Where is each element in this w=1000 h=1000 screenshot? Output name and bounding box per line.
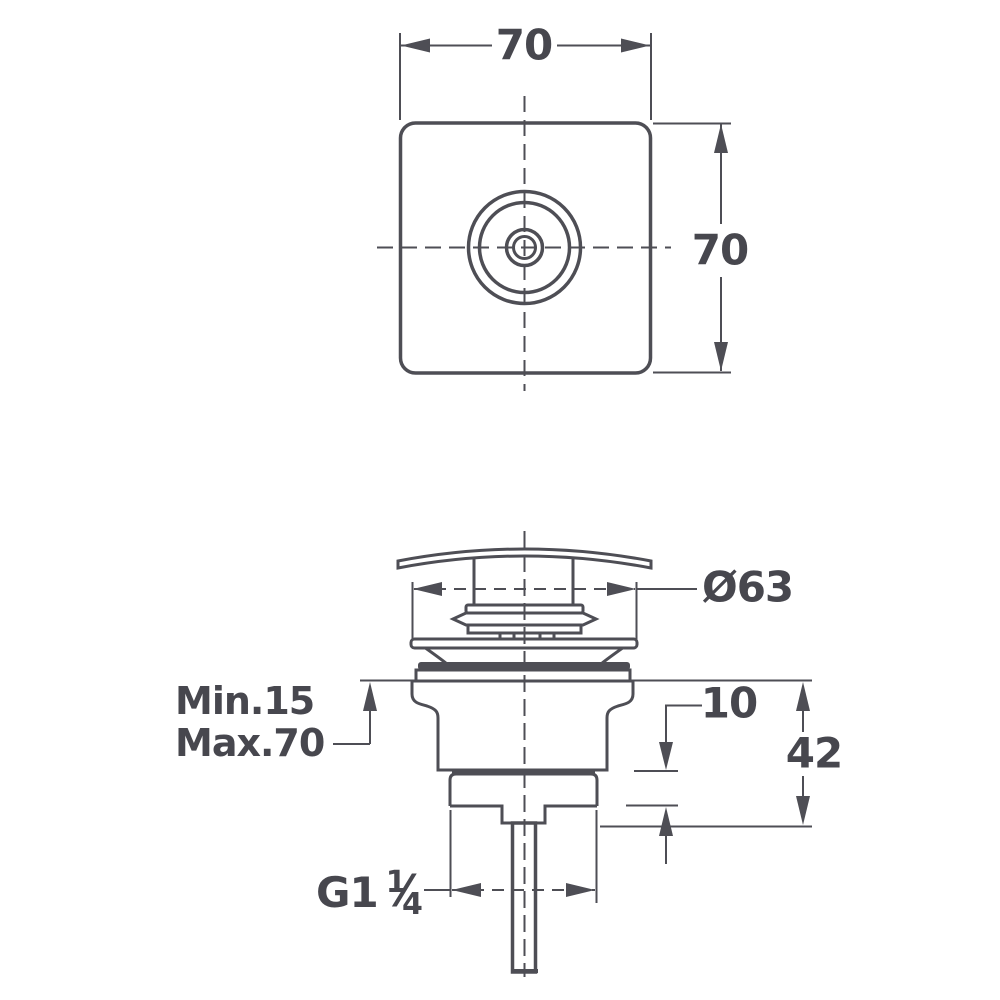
arrowhead-right	[607, 582, 636, 596]
mounting-range-label: Min.15 Max.70	[175, 679, 325, 765]
thread-dimension	[424, 810, 598, 903]
body-height-label: 42	[785, 728, 843, 778]
upper-rim	[414, 668, 632, 683]
arrowhead-right	[566, 883, 595, 897]
valve-body	[410, 679, 635, 772]
arrowhead-up	[714, 124, 728, 153]
stem	[472, 558, 575, 606]
arrowhead-left	[452, 883, 481, 897]
arrowhead-left	[401, 38, 430, 53]
offset-dimension	[626, 704, 702, 864]
thread-prefix: G1	[316, 868, 379, 917]
body-height-dimension	[600, 682, 812, 828]
mounting-min-label: Min.15	[175, 679, 315, 723]
mounting-range-leader	[333, 682, 377, 745]
arrowhead-down	[714, 342, 728, 371]
bottom-steps	[450, 804, 597, 825]
arrowhead-down	[796, 796, 810, 825]
cap-diameter-label: Ø63	[702, 562, 794, 612]
thread-numerator: 1	[385, 865, 407, 900]
top-width-dimension	[399, 33, 652, 120]
top-view-centerlines	[377, 96, 671, 391]
thread-slash: ⁄	[400, 866, 408, 917]
side-view	[333, 531, 812, 977]
leader-line	[665, 704, 702, 744]
top-height-dimension	[653, 122, 731, 374]
thread-denominator: 4	[401, 887, 423, 922]
arrowhead-up	[659, 807, 673, 836]
diameter-dimension	[411, 582, 697, 640]
cap-plate	[396, 547, 653, 570]
arrowhead-down	[659, 742, 673, 770]
arrowhead-left	[413, 582, 442, 596]
offset-label: 10	[700, 678, 758, 728]
arrowhead-up	[363, 682, 377, 711]
top-view	[377, 33, 731, 391]
mounting-max-label: Max.70	[175, 721, 325, 765]
arrowhead-up	[796, 682, 810, 711]
top-height-label: 70	[691, 225, 749, 275]
top-width-label: 70	[495, 20, 553, 70]
arrowhead-right	[621, 38, 650, 53]
